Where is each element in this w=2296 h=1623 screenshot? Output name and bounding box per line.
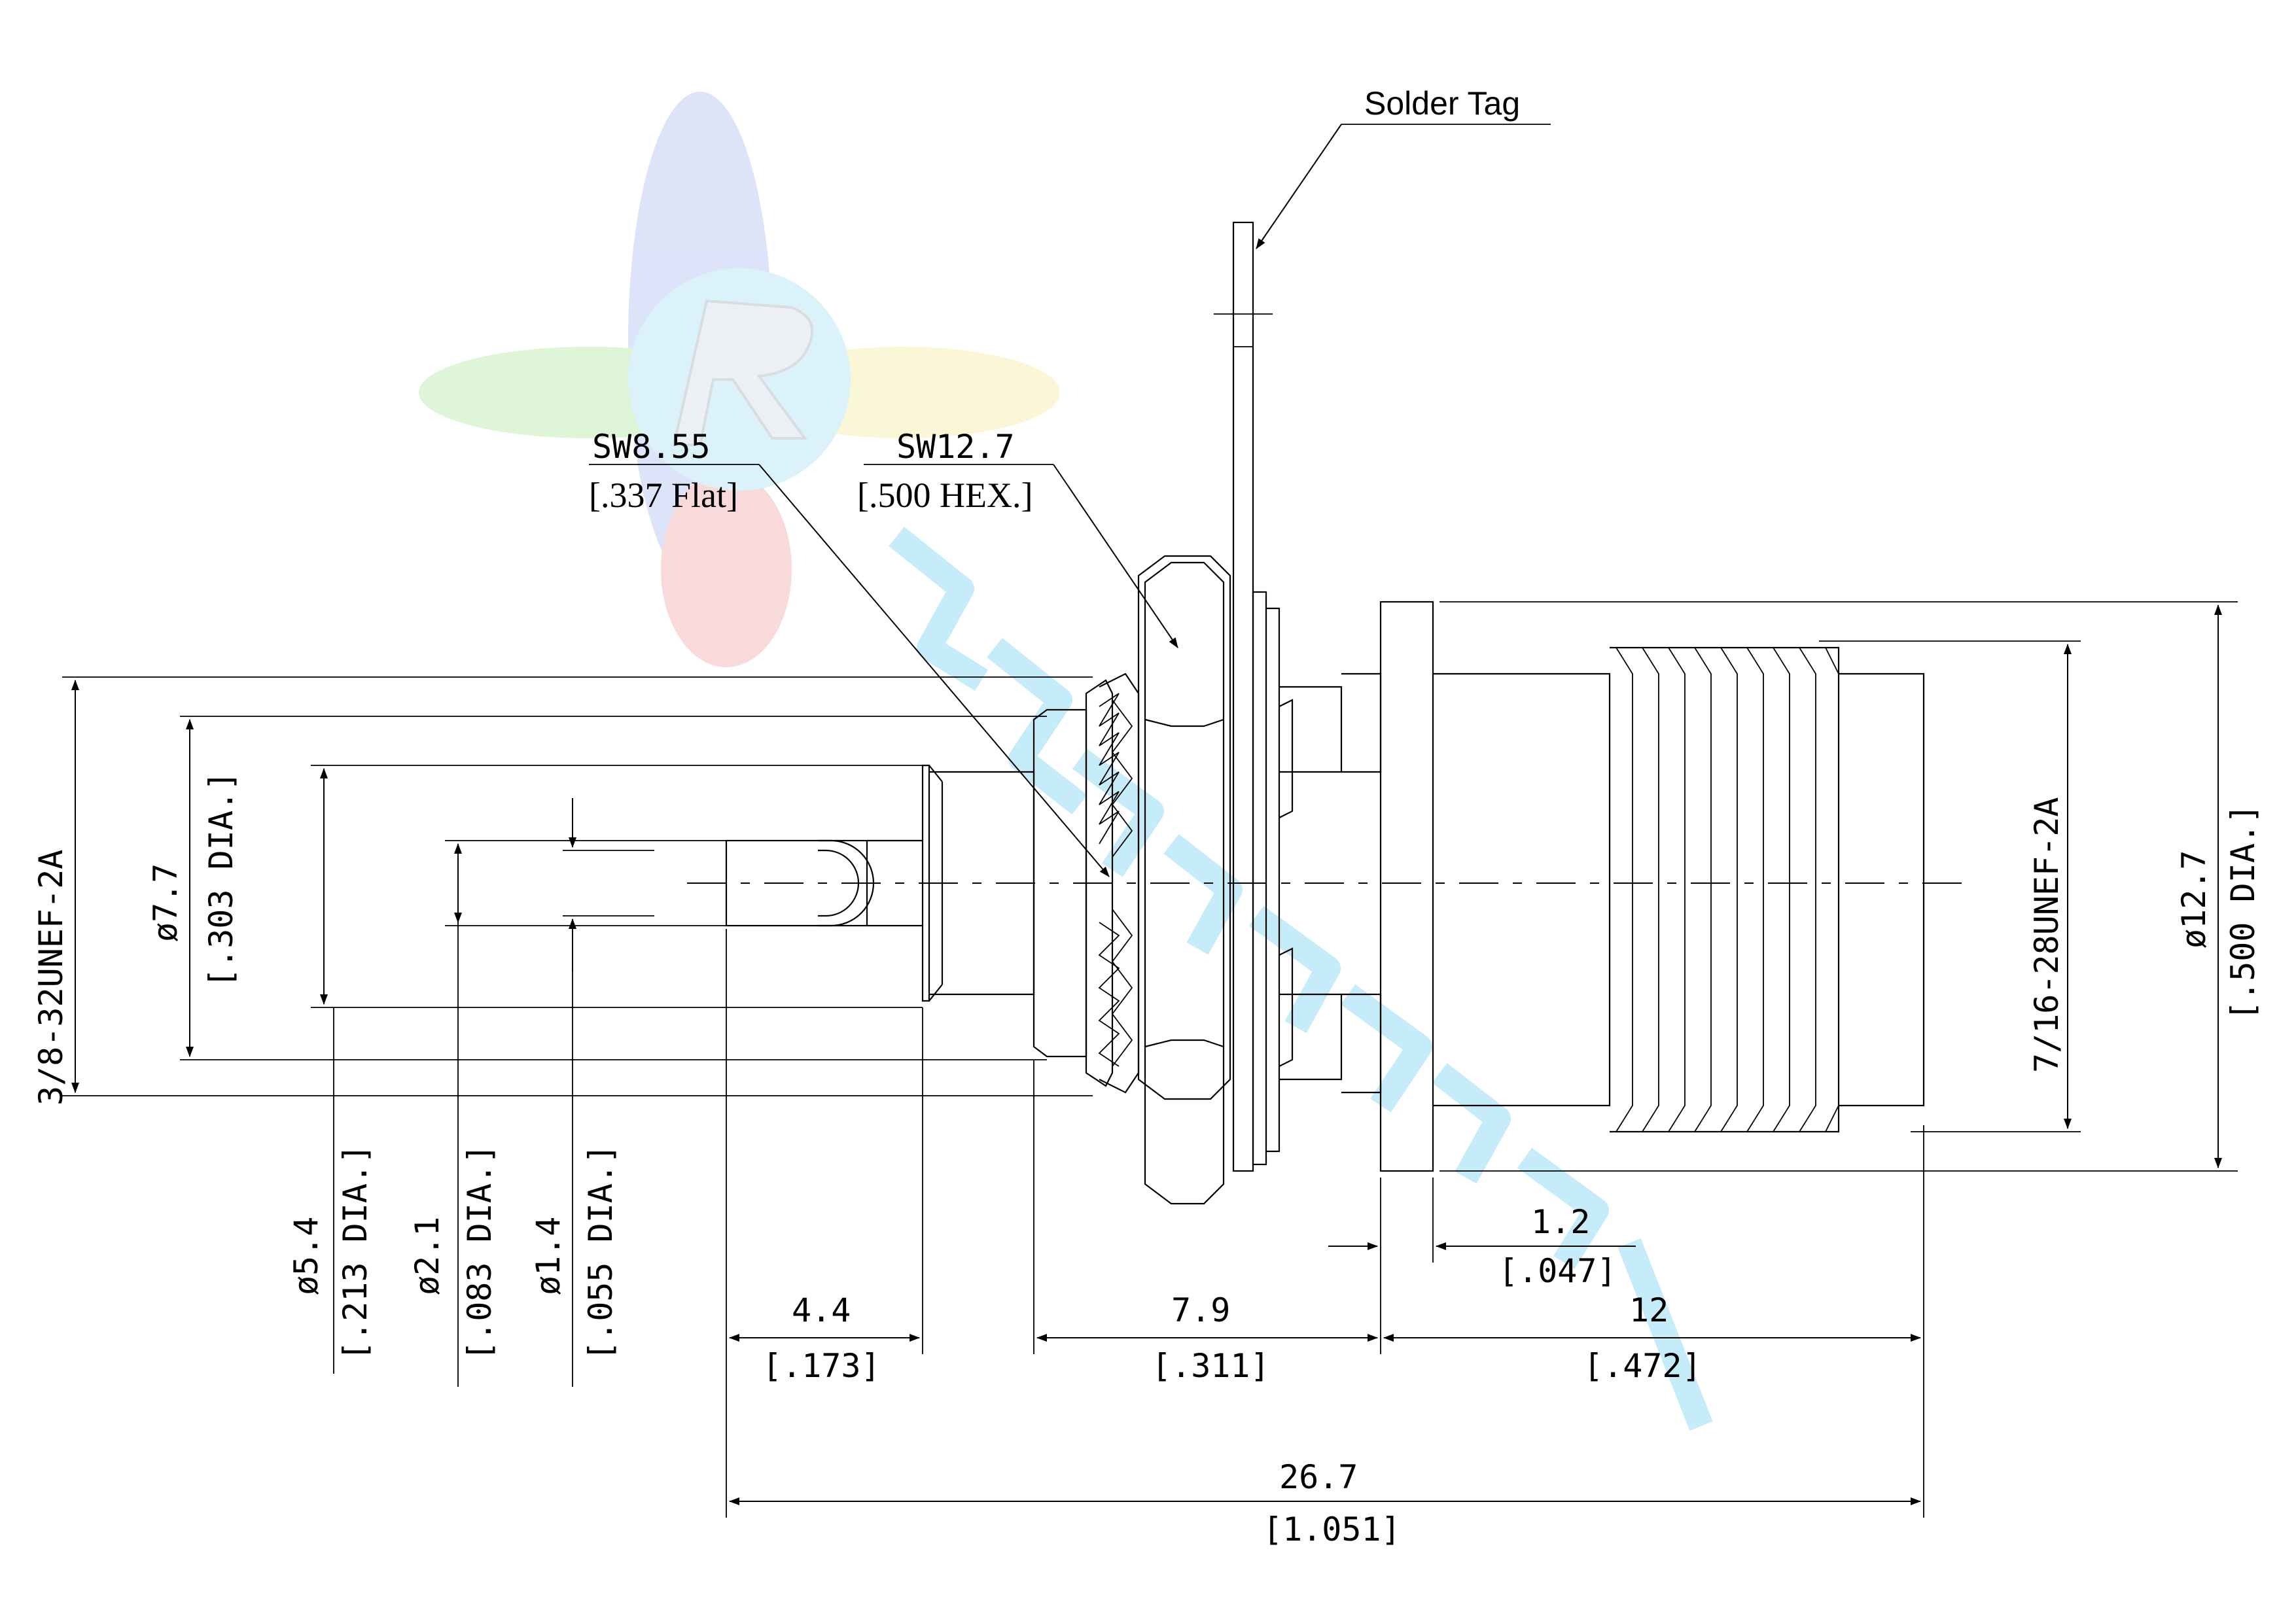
len-total-value: 26.7 xyxy=(1279,1458,1358,1496)
dia-7-7-inch: [.303 DIA.] xyxy=(202,771,240,988)
rear-extension-lines xyxy=(62,676,1093,1096)
dia-7-7-value: ø7.7 xyxy=(147,864,185,942)
rear-thread-label: 3/8-32UNEF-2A xyxy=(32,850,70,1106)
rear-body xyxy=(1033,679,1114,1087)
len-4-4-value: 4.4 xyxy=(792,1291,851,1329)
sw-hex-inch: [.500 HEX.] xyxy=(857,476,1033,515)
leader-lines xyxy=(589,124,1551,877)
dia-5-4-value: ø5.4 xyxy=(287,1217,325,1295)
front-flange xyxy=(1379,601,1434,1172)
panel-flange-area xyxy=(1266,607,1382,1153)
diameter-dimension-arrows xyxy=(71,604,2222,1387)
front-extension-lines xyxy=(1439,601,2238,1172)
solder-tag xyxy=(1214,221,1273,1172)
dia-1-4-value: ø1.4 xyxy=(529,1217,567,1295)
len-total-inch: [1.051] xyxy=(1263,1510,1401,1548)
front-threaded-body xyxy=(1433,646,1925,1133)
dia-2-1-value: ø2.1 xyxy=(408,1217,446,1295)
len-1-2-value: 1.2 xyxy=(1531,1203,1590,1241)
len-7-9-inch: [.311] xyxy=(1152,1347,1270,1385)
hex-nut xyxy=(1137,555,1231,1205)
dia-2-1-inch: [.083 DIA.] xyxy=(461,1144,499,1361)
sw-flat-inch: [.337 Flat] xyxy=(589,476,738,515)
watermark-letter-r xyxy=(672,299,814,446)
sw-flat-value: SW8.55 xyxy=(592,428,711,466)
rear-contact-pin xyxy=(725,839,923,927)
dia-12-7-value: ø12.7 xyxy=(2175,850,2213,949)
dia-5-4-inch: [.213 DIA.] xyxy=(336,1144,374,1361)
len-12-inch: [.472] xyxy=(1583,1347,1702,1385)
length-dimension-lines xyxy=(726,929,1924,1518)
sw-hex-value: SW12.7 xyxy=(896,428,1015,466)
watermark-ring-red xyxy=(661,471,792,667)
dia-12-7-inch: [.500 DIA.] xyxy=(2224,804,2262,1021)
front-thread-label: 7/16-28UNEF-2A xyxy=(2028,797,2066,1073)
len-4-4-inch: [.173] xyxy=(762,1347,881,1385)
len-1-2-inch: [.047] xyxy=(1498,1252,1617,1290)
watermark-diagonal-text xyxy=(889,527,1713,1431)
len-7-9-value: 7.9 xyxy=(1171,1291,1230,1329)
len-12-value: 12 xyxy=(1629,1291,1669,1329)
dia-1-4-inch: [.055 DIA.] xyxy=(582,1144,620,1361)
solder-tag-label: Solder Tag xyxy=(1364,85,1520,122)
